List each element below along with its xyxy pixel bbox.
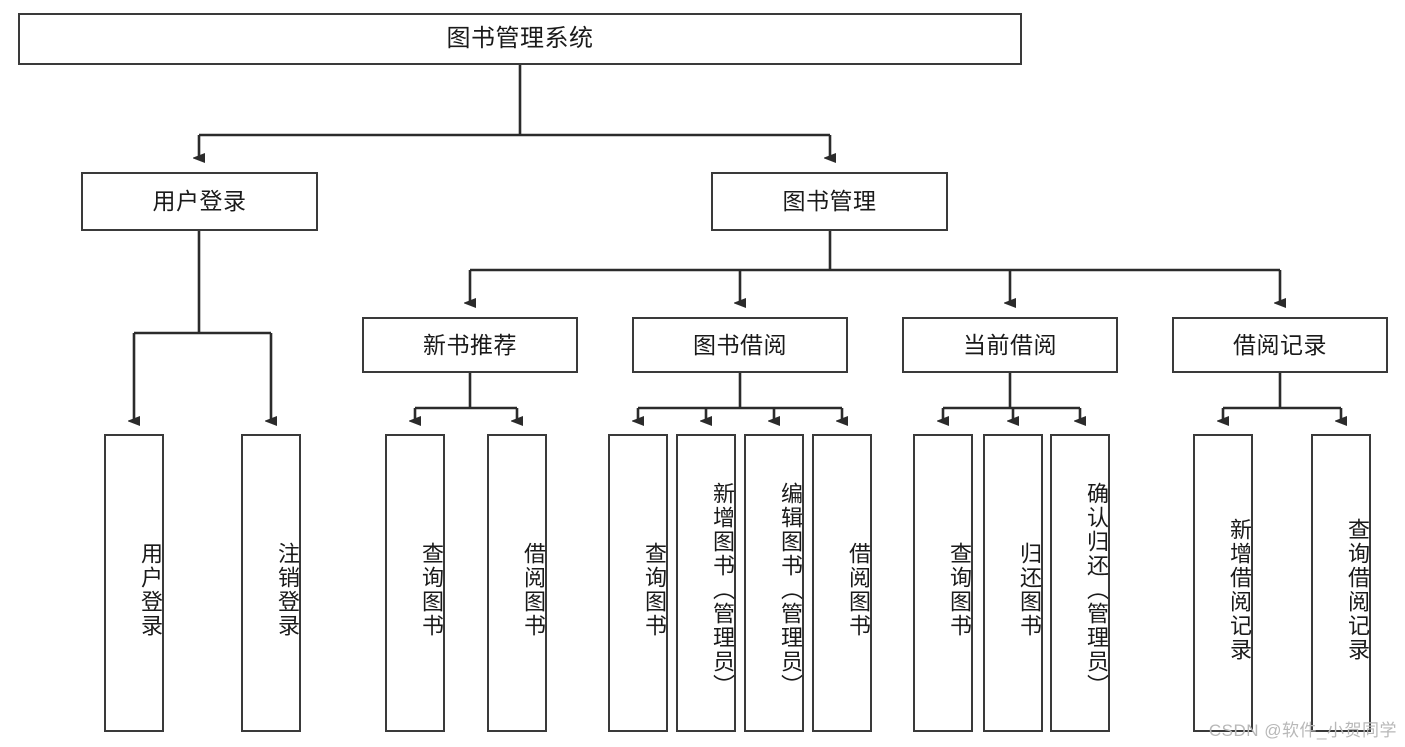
leaf-current-query-book[interactable]: 查询图书	[913, 434, 973, 732]
leaf-borrow-edit-book-admin[interactable]: 编辑图书（管理员）	[744, 434, 804, 732]
leaf-user-login-login[interactable]: 用户登录	[104, 434, 164, 732]
leaf-borrow-query-book[interactable]: 查询图书	[608, 434, 668, 732]
leaf-label: 借阅图书	[846, 542, 871, 638]
node-borrow-record[interactable]: 借阅记录	[1172, 317, 1388, 373]
leaf-label: 确认归还（管理员）	[1084, 482, 1109, 698]
leaf-label: 查询图书	[419, 542, 444, 638]
leaf-new-book-borrow[interactable]: 借阅图书	[487, 434, 547, 732]
node-root-system[interactable]: 图书管理系统	[18, 13, 1022, 65]
watermark-text: CSDN @软件_小贺同学	[1208, 721, 1397, 740]
leaf-label: 新增借阅记录	[1227, 518, 1252, 662]
leaf-borrow-borrow-book[interactable]: 借阅图书	[812, 434, 872, 732]
node-user-login[interactable]: 用户登录	[81, 172, 318, 231]
leaf-label: 查询借阅记录	[1345, 518, 1370, 662]
leaf-new-book-query[interactable]: 查询图书	[385, 434, 445, 732]
leaf-label: 注销登录	[275, 542, 300, 638]
leaf-record-add-record[interactable]: 新增借阅记录	[1193, 434, 1253, 732]
leaf-label: 归还图书	[1017, 542, 1042, 638]
leaf-label: 编辑图书（管理员）	[778, 482, 803, 698]
leaf-current-confirm-return-admin[interactable]: 确认归还（管理员）	[1050, 434, 1110, 732]
node-new-book-recommend[interactable]: 新书推荐	[362, 317, 578, 373]
leaf-user-login-logout[interactable]: 注销登录	[241, 434, 301, 732]
leaf-borrow-add-book-admin[interactable]: 新增图书（管理员）	[676, 434, 736, 732]
node-current-borrow[interactable]: 当前借阅	[902, 317, 1118, 373]
leaf-label: 用户登录	[138, 542, 163, 638]
leaf-label: 借阅图书	[521, 542, 546, 638]
leaf-record-query-record[interactable]: 查询借阅记录	[1311, 434, 1371, 732]
leaf-label: 查询图书	[947, 542, 972, 638]
node-book-borrow[interactable]: 图书借阅	[632, 317, 848, 373]
leaf-label: 查询图书	[642, 542, 667, 638]
node-book-management[interactable]: 图书管理	[711, 172, 948, 231]
leaf-current-return-book[interactable]: 归还图书	[983, 434, 1043, 732]
leaf-label: 新增图书（管理员）	[710, 482, 735, 698]
